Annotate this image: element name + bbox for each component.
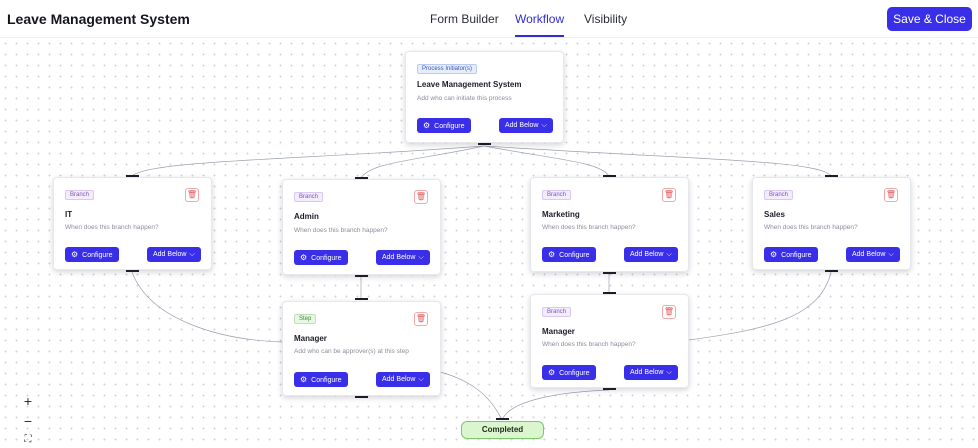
connector-handle[interactable] [355,396,368,398]
add-below-button[interactable]: Add Below⌵ [624,365,678,380]
tab-form-builder[interactable]: Form Builder [430,12,499,26]
delete-button[interactable]: 🗑 [414,312,428,326]
node-description: When does this branch happen? [294,227,388,234]
delete-button[interactable]: 🗑 [414,190,428,204]
branch-node-sales[interactable]: Branch 🗑 Sales When does this branch hap… [752,177,911,270]
connector-handle[interactable] [355,177,368,179]
tab-workflow[interactable]: Workflow [515,12,565,37]
configure-button[interactable]: ⚙Configure [542,247,596,262]
app-title: Leave Management System [7,11,190,27]
chevron-down-icon: ⌵ [666,369,672,376]
node-tag: Process Initiator(s) [417,64,478,74]
node-title: Admin [294,212,319,221]
node-title: Manager [294,334,327,343]
initiator-node[interactable]: Process Initiator(s) Leave Management Sy… [405,51,564,143]
chevron-down-icon: ⌵ [666,251,672,258]
delete-button[interactable]: 🗑 [884,188,898,202]
gear-icon: ⚙ [548,250,556,259]
configure-button[interactable]: ⚙Configure [417,118,471,133]
branch-node-admin[interactable]: Branch 🗑 Admin When does this branch hap… [282,179,441,275]
node-description: When does this branch happen? [542,224,636,231]
node-description: When does this branch happen? [542,341,636,348]
trash-icon: 🗑 [186,190,198,199]
node-description: Add who can initiate this process [417,95,512,102]
add-below-button[interactable]: Add Below⌵ [376,372,430,387]
gear-icon: ⚙ [71,250,79,259]
configure-button[interactable]: ⚙Configure [764,247,818,262]
connector-handle[interactable] [603,272,616,274]
chevron-down-icon: ⌵ [418,376,424,383]
connector-handle[interactable] [825,270,838,272]
fit-view-button[interactable]: ⛶ [20,432,36,448]
node-description: Add who can be approver(s) at this step [294,348,409,355]
trash-icon: 🗑 [415,192,427,201]
node-title: IT [65,210,73,219]
connector-handle[interactable] [355,298,368,300]
gear-icon: ⚙ [548,368,556,377]
chevron-down-icon: ⌵ [888,251,894,258]
connector-handle[interactable] [603,388,616,390]
trash-icon: 🗑 [885,190,897,199]
tab-bar: Form Builder Workflow Visibility [0,0,978,38]
app-header: Leave Management System Form Builder Wor… [0,0,978,38]
node-tag: Branch [542,307,572,317]
node-title: Sales [764,210,785,219]
node-tag: Step [294,314,317,324]
connector-handle[interactable] [478,143,491,145]
connector-handle[interactable] [603,175,616,177]
add-below-button[interactable]: Add Below⌵ [499,118,553,133]
save-and-close-button[interactable]: Save & Close [887,7,972,31]
connector-handle[interactable] [496,418,509,420]
trash-icon: 🗑 [415,314,427,323]
step-node-manager[interactable]: Step 🗑 Manager Add who can be approver(s… [282,301,441,396]
node-description: When does this branch happen? [65,224,159,231]
configure-button[interactable]: ⚙Configure [542,365,596,380]
tab-visibility[interactable]: Visibility [584,12,628,26]
connector-handle[interactable] [126,270,139,272]
branch-node-marketing[interactable]: Branch 🗑 Marketing When does this branch… [530,177,689,272]
node-description: When does this branch happen? [764,224,858,231]
gear-icon: ⚙ [300,375,308,384]
trash-icon: 🗑 [663,190,675,199]
gear-icon: ⚙ [423,121,431,130]
delete-button[interactable]: 🗑 [662,188,676,202]
node-tag: Branch [542,190,572,200]
configure-button[interactable]: ⚙Configure [294,372,348,387]
configure-button[interactable]: ⚙Configure [65,247,119,262]
gear-icon: ⚙ [300,253,308,262]
add-below-button[interactable]: Add Below⌵ [376,250,430,265]
node-title: Manager [542,327,575,336]
node-tag: Branch [65,190,95,200]
zoom-in-button[interactable]: + [20,393,36,409]
node-title: Leave Management System [417,80,522,89]
connector-handle[interactable] [355,275,368,277]
node-title: Marketing [542,210,580,219]
add-below-button[interactable]: Add Below⌵ [147,247,201,262]
add-below-button[interactable]: Add Below⌵ [624,247,678,262]
node-tag: Branch [294,192,324,202]
chevron-down-icon: ⌵ [541,122,547,129]
gear-icon: ⚙ [770,250,778,259]
connector-handle[interactable] [603,292,616,294]
branch-node-it[interactable]: Branch 🗑 IT When does this branch happen… [53,177,212,270]
configure-button[interactable]: ⚙Configure [294,250,348,265]
node-tag: Branch [764,190,794,200]
delete-button[interactable]: 🗑 [662,305,676,319]
connector-handle[interactable] [126,175,139,177]
delete-button[interactable]: 🗑 [185,188,199,202]
chevron-down-icon: ⌵ [418,254,424,261]
add-below-button[interactable]: Add Below⌵ [846,247,900,262]
trash-icon: 🗑 [663,307,675,316]
chevron-down-icon: ⌵ [189,251,195,258]
zoom-out-button[interactable]: − [20,413,36,429]
connector-handle[interactable] [825,175,838,177]
completed-node[interactable]: Completed [461,421,544,439]
branch-node-manager[interactable]: Branch 🗑 Manager When does this branch h… [530,294,689,388]
